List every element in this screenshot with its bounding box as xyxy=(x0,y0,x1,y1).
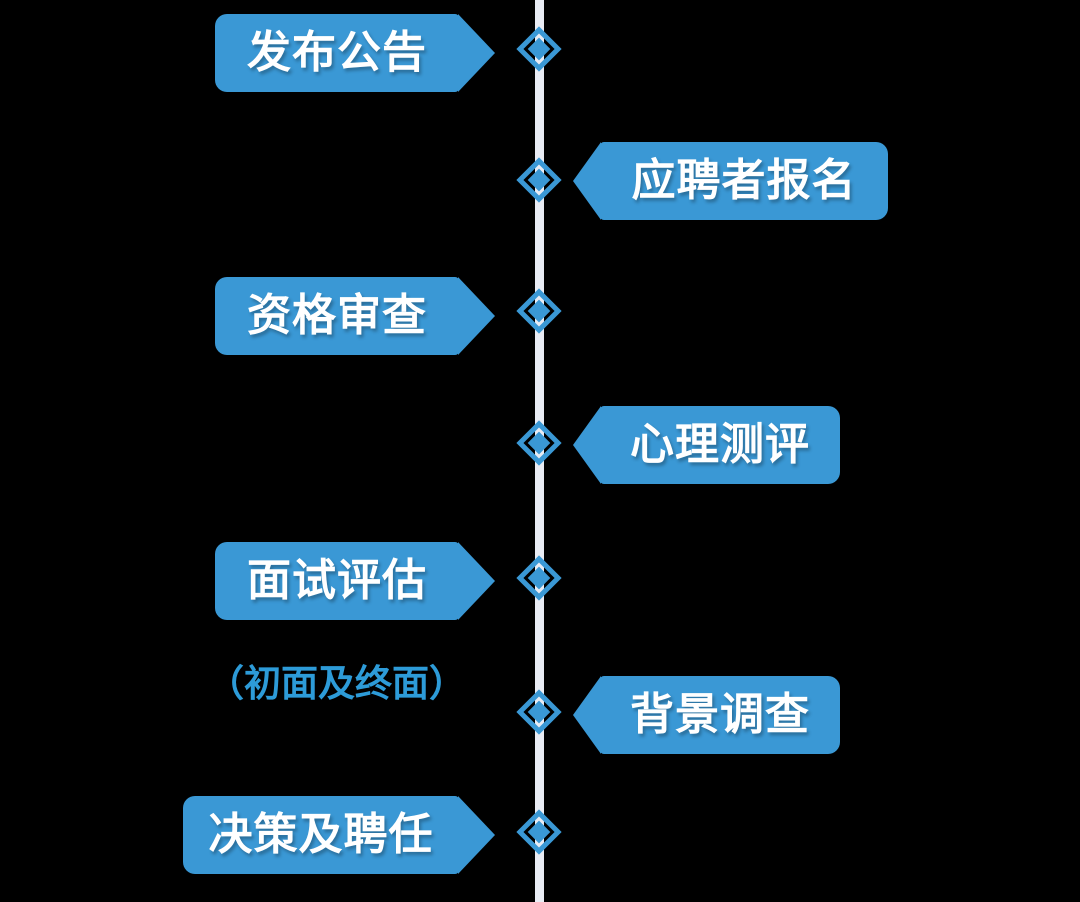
timeline-node-diamond-icon xyxy=(516,689,562,735)
timeline-node-diamond-icon xyxy=(516,26,562,72)
timeline-node-diamond-icon xyxy=(516,809,562,855)
step-box-background-check: 背景调查 xyxy=(573,676,840,754)
step-box-applicant-registration: 应聘者报名 xyxy=(573,142,888,220)
timeline-node-diamond-icon xyxy=(516,420,562,466)
step-box-psychological-assessment: 心理测评 xyxy=(573,406,840,484)
interview-rounds-note: （初面及终面） xyxy=(207,663,466,704)
timeline-node-diamond-icon xyxy=(516,157,562,203)
step-box-qualification-review: 资格审查 xyxy=(215,277,495,355)
step-box-decision-and-appointment: 决策及聘任 xyxy=(183,796,495,874)
step-box-interview-evaluation: 面试评估 xyxy=(215,542,495,620)
step-box-publish-announcement: 发布公告 xyxy=(215,14,495,92)
timeline-node-diamond-icon xyxy=(516,288,562,334)
timeline-node-diamond-icon xyxy=(516,555,562,601)
